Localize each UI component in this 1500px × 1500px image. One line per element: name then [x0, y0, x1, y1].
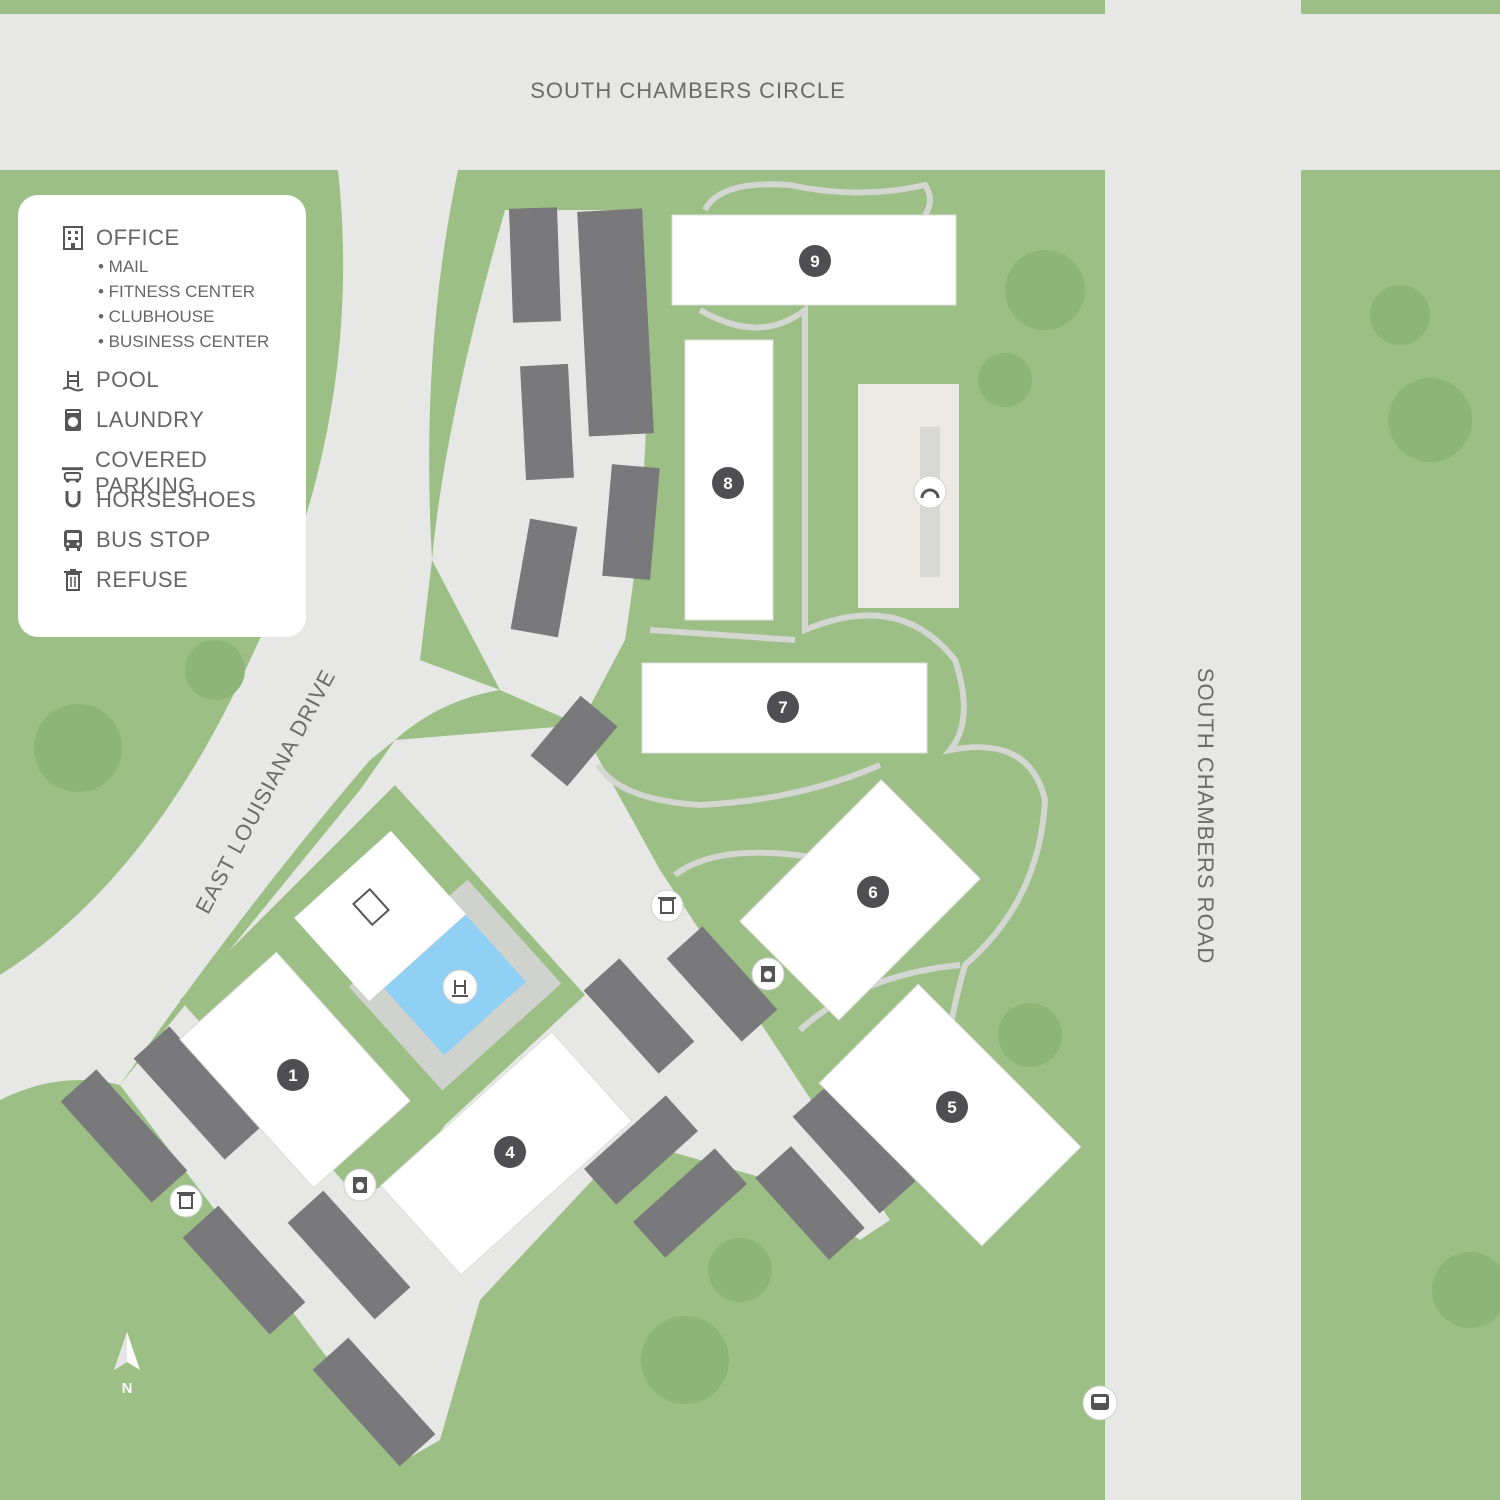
path-north-loop [702, 181, 933, 217]
carport [509, 207, 561, 323]
office-building [294, 830, 466, 1002]
carports [60, 207, 916, 1467]
tree [34, 704, 122, 792]
legend-label-pool: POOL [96, 367, 160, 392]
road-east-louisiana-drive [0, 170, 500, 1100]
building-number-5: 5 [947, 1098, 956, 1117]
tree [998, 1003, 1062, 1067]
building-number-8: 8 [723, 474, 732, 493]
legend-label-office: OFFICE [96, 225, 180, 250]
washing-machine-icon [65, 409, 81, 431]
carport [602, 464, 660, 580]
carport [312, 1337, 436, 1467]
carport [755, 1146, 865, 1260]
street-label-north: SOUTH CHAMBERS CIRCLE [530, 78, 846, 103]
tree [1370, 285, 1430, 345]
refuse-marker-icon[interactable] [650, 889, 684, 923]
tree [1005, 250, 1085, 330]
legend-sub-mail: • MAIL [98, 257, 149, 276]
legend-item-covered-parking: COVERED PARKING [60, 447, 306, 499]
legend-label-covered-parking: COVERED PARKING [94, 447, 208, 498]
legend-label-horseshoes: HORSESHOES [96, 487, 257, 512]
carport [520, 363, 574, 481]
road-south-chambers-road [1105, 0, 1301, 1500]
carport [583, 958, 695, 1074]
refuse-marker-icon[interactable] [169, 1184, 203, 1218]
tree [978, 353, 1032, 407]
carport [60, 1069, 188, 1203]
carport [530, 695, 618, 787]
legend-item-laundry: LAUNDRY [60, 407, 204, 433]
tree [1432, 1252, 1500, 1328]
pool-marker-icon[interactable] [442, 969, 478, 1005]
carport [584, 1095, 698, 1205]
legend-item-refuse: REFUSE [60, 567, 188, 593]
legend-item-pool: POOL [60, 367, 159, 393]
carport [182, 1205, 306, 1335]
compass-label: N [122, 1380, 133, 1397]
horseshoe-icon [65, 491, 81, 508]
legend-label-refuse: REFUSE [96, 567, 189, 592]
laundry-marker-icon[interactable] [343, 1168, 377, 1202]
building-number-1: 1 [288, 1066, 297, 1085]
legend-sub-clubhouse: • CLUBHOUSE [98, 307, 215, 326]
legend-item-horseshoes: HORSESHOES [60, 487, 256, 513]
bus-stop-marker-icon[interactable] [1082, 1385, 1118, 1421]
legend-label-laundry: LAUNDRY [96, 407, 205, 432]
path-south-7 [595, 762, 882, 809]
path-7-8 [649, 627, 796, 643]
building-badges: 9 8 7 6 5 1 4 [277, 245, 968, 1168]
legend-label-bus-stop: BUS STOP [96, 527, 211, 552]
path-east-loop [698, 303, 1049, 1031]
trash-can-icon [64, 569, 82, 591]
carport [287, 1190, 411, 1320]
pool-ladder-icon [62, 371, 84, 392]
carport [510, 518, 578, 638]
building-number-7: 7 [778, 698, 787, 717]
carport [633, 1148, 747, 1258]
trees [34, 250, 1500, 1404]
tree [1388, 378, 1472, 462]
carport [792, 1084, 916, 1214]
map-legend: OFFICE • MAIL • FITNESS CENTER • CLUBHOU… [18, 195, 306, 637]
office-marker-icon [352, 887, 390, 927]
street-label-east: SOUTH CHAMBERS ROAD [1193, 668, 1218, 964]
bus-icon [64, 530, 82, 551]
building-number-6: 6 [868, 883, 877, 902]
legend-item-office: OFFICE [60, 225, 180, 251]
building-number-4: 4 [505, 1143, 515, 1162]
tree [641, 1316, 729, 1404]
office-building-icon [63, 226, 83, 250]
carport [666, 926, 778, 1042]
laundry-marker-icon[interactable] [751, 957, 785, 991]
building-number-9: 9 [810, 252, 819, 271]
carport [133, 1026, 261, 1160]
tree [185, 640, 245, 700]
legend-item-bus-stop: BUS STOP [60, 527, 211, 553]
horseshoe-marker-icon[interactable] [913, 475, 947, 509]
carport-icon [61, 467, 84, 483]
carport [577, 208, 654, 437]
tree [708, 1238, 772, 1302]
legend-sub-fitness: • FITNESS CENTER [98, 282, 256, 301]
legend-sub-business: • BUSINESS CENTER [98, 332, 270, 351]
map-markers [169, 475, 1118, 1421]
north-arrow-icon: N [114, 1332, 140, 1397]
